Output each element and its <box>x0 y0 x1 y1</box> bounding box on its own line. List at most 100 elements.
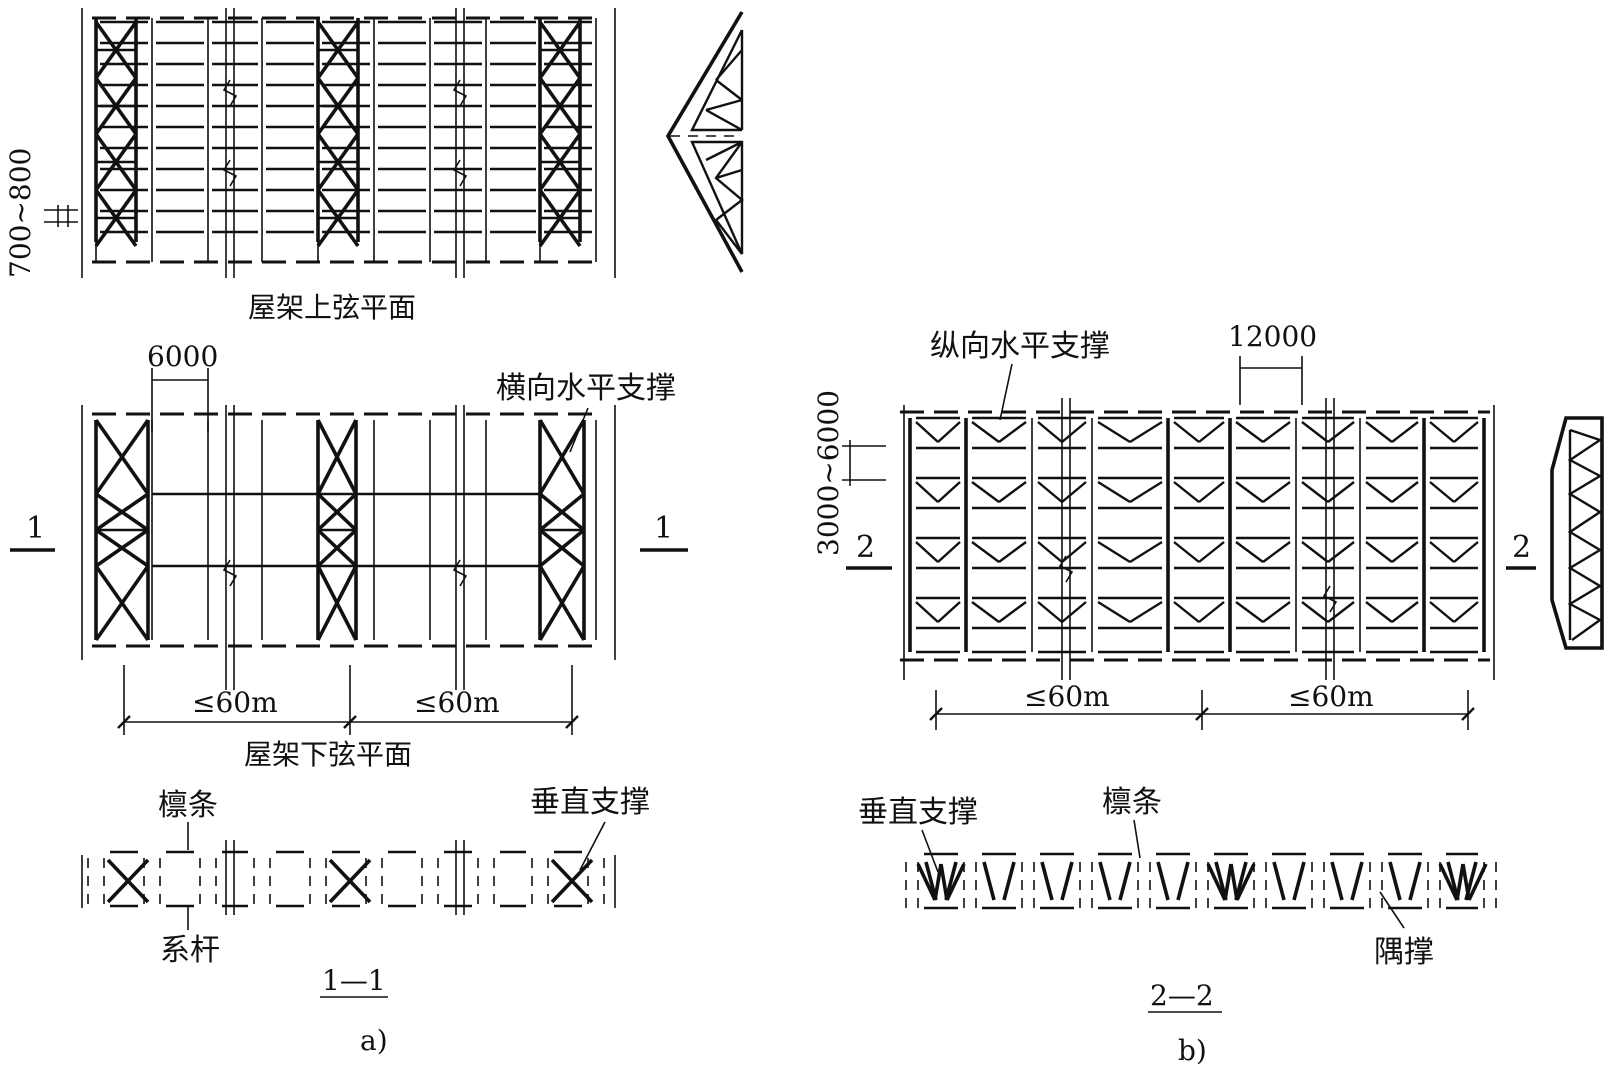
purlin-label-a: 檩条 <box>158 788 218 823</box>
brace <box>1097 420 1131 444</box>
brace <box>1097 480 1131 504</box>
vertical-brace <box>1455 863 1465 901</box>
span-dimensions-b: ≤60m ≤60m <box>929 680 1475 730</box>
bracing-diagonal <box>316 419 358 495</box>
section-mark-left-b: 2 <box>856 530 875 565</box>
brace <box>1262 481 1291 503</box>
brace <box>971 481 1000 503</box>
brace <box>1365 481 1393 503</box>
fly-brace <box>982 861 996 901</box>
brace <box>1453 421 1479 443</box>
brace <box>1129 480 1163 504</box>
brace <box>1327 541 1355 563</box>
purlin-label-b: 檩条 <box>1102 785 1162 820</box>
bracing-diagonal <box>94 418 150 496</box>
bracing-diagonal <box>316 528 358 568</box>
brace <box>1037 601 1063 623</box>
bay-dimension-text: 6000 <box>147 340 218 373</box>
fly-brace <box>1002 861 1016 901</box>
brace <box>1173 421 1200 443</box>
fly-brace <box>1098 861 1112 901</box>
bay-dimension-12000-text: 12000 <box>1228 320 1317 353</box>
brace <box>1301 421 1329 443</box>
fly-brace <box>1060 861 1074 901</box>
brace <box>971 421 1000 443</box>
brace <box>1198 421 1225 443</box>
purlin-spacing-dimension: 700~800 <box>4 148 78 278</box>
brace <box>1327 601 1355 623</box>
span-dimension-b1: ≤60m <box>1024 680 1110 713</box>
purlin-spacing-text: 700~800 <box>4 148 37 278</box>
fly-brace <box>1176 861 1190 901</box>
bottom-chord-plan: 6000 横向水平支撑 1 1 ≤60m ≤60m 屋架下弦平面 <box>10 340 688 771</box>
brace <box>1037 541 1063 563</box>
brace <box>1173 541 1200 563</box>
spacing-dimension-3000-6000: 3000~6000 <box>812 390 886 556</box>
figure-b-plan: 纵向水平支撑 12000 3000~6000 2 2 <box>812 320 1604 730</box>
brace <box>1365 541 1393 563</box>
figure-b-caption: b) <box>1178 1034 1207 1067</box>
brace <box>1301 601 1329 623</box>
brace <box>1429 421 1455 443</box>
brace <box>1453 601 1479 623</box>
brace <box>937 481 961 503</box>
brace <box>915 541 939 563</box>
bay-dimension-12000: 12000 <box>1228 320 1317 405</box>
spacing-dimension-text: 3000~6000 <box>812 390 845 556</box>
brace <box>1365 601 1393 623</box>
section-mark-left: 1 <box>26 511 45 546</box>
brace <box>1198 601 1225 623</box>
roof-truss-elevation <box>665 11 744 273</box>
vertical-brace <box>1235 863 1256 901</box>
bracing-diagonal <box>316 565 358 641</box>
brace <box>998 601 1027 623</box>
brace <box>998 541 1027 563</box>
brace <box>1453 541 1479 563</box>
span-dimension-1: ≤60m <box>192 686 278 719</box>
brace <box>1129 600 1163 624</box>
brace <box>971 541 1000 563</box>
brace <box>915 481 939 503</box>
brace <box>1301 541 1329 563</box>
brace <box>1429 481 1455 503</box>
section-mark-right: 1 <box>654 511 673 546</box>
brace <box>1129 540 1163 564</box>
vertical-brace <box>1467 863 1488 901</box>
transverse-bracing-leader <box>569 407 589 453</box>
bay-dimension-6000: 6000 <box>147 340 218 432</box>
brace <box>1262 421 1291 443</box>
brace <box>1198 481 1225 503</box>
vertical-bracing-label-a: 垂直支撑 <box>530 785 650 820</box>
brace <box>1391 541 1419 563</box>
section-1-1: 檩条 垂直支撑 系杆 1—1 a) <box>81 785 650 1057</box>
brace <box>1061 481 1087 503</box>
fly-brace-label: 隅撑 <box>1374 935 1434 970</box>
fly-brace <box>1388 861 1402 901</box>
brace <box>1097 540 1131 564</box>
fly-brace <box>1350 861 1364 901</box>
truss-elevation-b <box>1550 416 1604 650</box>
vertical-brace <box>1229 863 1239 901</box>
section-mark-right-b: 2 <box>1512 530 1531 565</box>
brace <box>1301 481 1329 503</box>
brace <box>1327 481 1355 503</box>
brace <box>937 541 961 563</box>
brace <box>1365 421 1393 443</box>
brace <box>1429 541 1455 563</box>
bottom-chord-plan-caption: 屋架下弦平面 <box>244 738 412 771</box>
brace <box>1235 421 1264 443</box>
vertical-brace <box>1461 863 1471 901</box>
brace <box>937 421 961 443</box>
transverse-bracing-label: 横向水平支撑 <box>496 371 676 406</box>
brace <box>1262 541 1291 563</box>
vertical-brace <box>945 863 966 901</box>
longitudinal-bracing-label: 纵向水平支撑 <box>930 329 1110 364</box>
brace <box>1391 601 1419 623</box>
brace <box>1173 481 1200 503</box>
bracing-diagonal <box>538 492 586 532</box>
brace <box>1391 481 1419 503</box>
vertical-brace <box>550 858 594 904</box>
brace <box>915 601 939 623</box>
fly-brace <box>1156 861 1170 901</box>
brace <box>1173 601 1200 623</box>
